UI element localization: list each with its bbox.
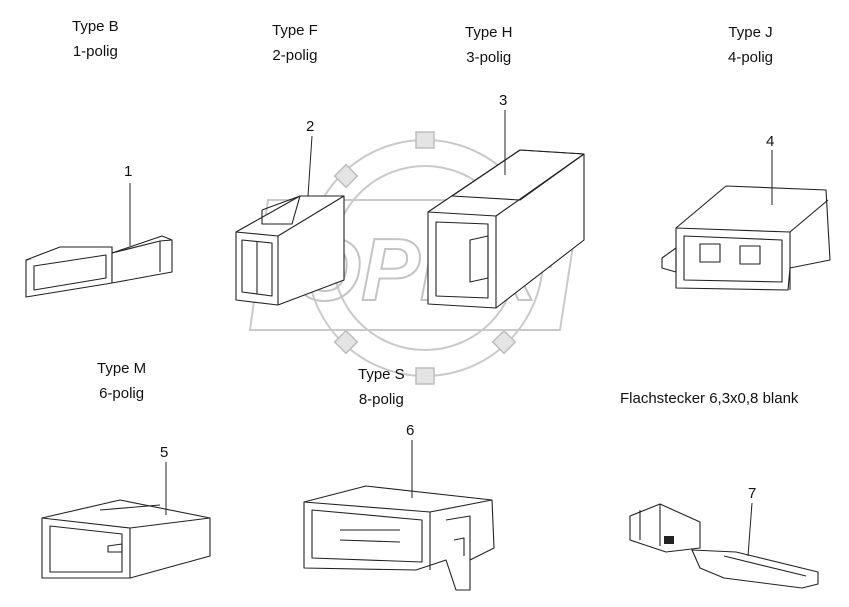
- part-1-label: Type B 1-polig: [72, 14, 119, 64]
- part-3-poles: 3-polig: [466, 49, 512, 66]
- part-4-poles: 4-polig: [728, 49, 774, 66]
- part-2-poles: 2-polig: [272, 47, 318, 64]
- terminal-7-icon: [629, 502, 819, 589]
- part-5-type: Type M: [97, 360, 147, 377]
- part-7-label: Flachstecker 6,3x0,8 blank: [620, 386, 798, 411]
- part-2-label: Type F 2-polig: [272, 18, 318, 68]
- part-6-poles: 8-polig: [358, 391, 404, 408]
- part-1-poles: 1-polig: [72, 43, 118, 60]
- part-6-type: Type S: [358, 366, 405, 383]
- connector-5-icon: [41, 462, 211, 579]
- part-4-number: 4: [766, 133, 775, 150]
- part-7-number: 7: [748, 485, 757, 502]
- connector-3-icon: [427, 110, 585, 309]
- part-3-type: Type H: [465, 24, 513, 41]
- part-2-number: 2: [306, 118, 315, 135]
- part-5-label: Type M 6-polig: [97, 356, 146, 406]
- part-2-type: Type F: [272, 22, 318, 39]
- connector-1-icon: [25, 183, 173, 298]
- connector-6-icon: [303, 440, 495, 591]
- part-6-label: Type S 8-polig: [358, 362, 405, 412]
- part-3-number: 3: [499, 92, 508, 109]
- connector-4-icon: [661, 150, 831, 291]
- part-1-number: 1: [124, 163, 133, 180]
- connector-2-icon: [235, 135, 345, 306]
- part-5-poles: 6-polig: [99, 385, 145, 402]
- part-5-number: 5: [160, 444, 169, 461]
- part-4-label: Type J 4-polig: [728, 20, 773, 70]
- part-1-type: Type B: [72, 18, 119, 35]
- part-4-type: Type J: [728, 24, 773, 41]
- part-3-label: Type H 3-polig: [465, 20, 513, 70]
- part-7-type: Flachstecker 6,3x0,8 blank: [620, 390, 799, 407]
- part-6-number: 6: [406, 422, 415, 439]
